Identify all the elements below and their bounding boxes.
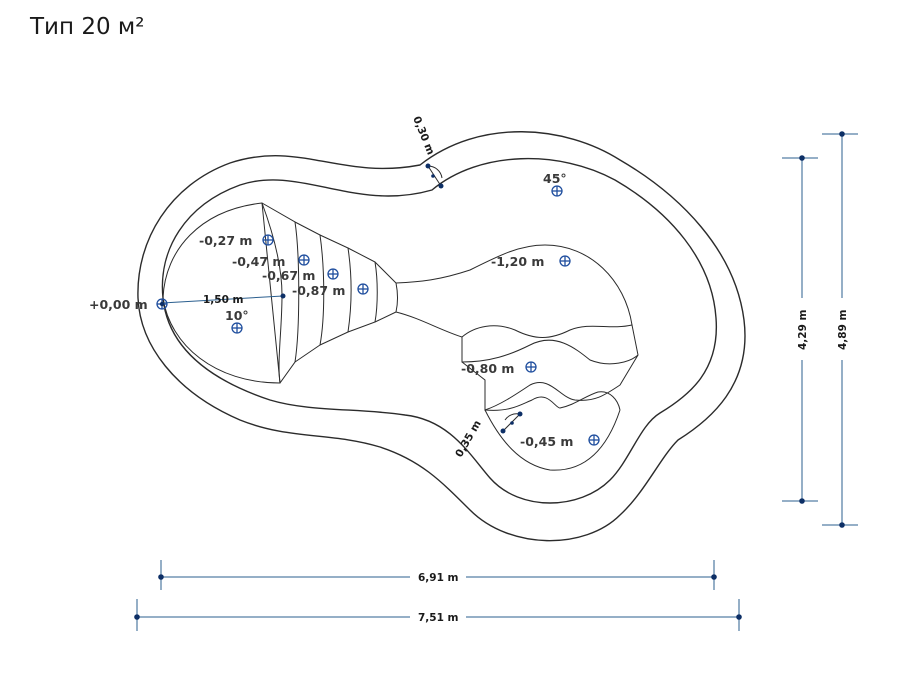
shallow-bay (484, 409, 621, 471)
step-width-label: 1,50 m (203, 294, 244, 306)
angle-marker-a10 (231, 322, 243, 334)
deep-zone-lower (484, 391, 621, 411)
outer-width-label: 4,89 m (837, 309, 849, 350)
level-marker-l120 (559, 255, 571, 267)
pond-outer-outline (137, 131, 746, 542)
level-label-l000: +0,00 m (89, 297, 148, 312)
level-label-l087: -0,87 m (292, 283, 345, 298)
level-marker-l047 (298, 254, 310, 266)
level-marker-l080 (525, 361, 537, 373)
outer-length-dimension (134, 599, 742, 631)
rim-bottom-dot-3 (510, 421, 514, 425)
level-marker-l027 (262, 234, 274, 246)
angle-marker-a45 (551, 185, 563, 197)
step-width-line (161, 295, 284, 304)
rim-top-label: 0,30 m (410, 115, 436, 157)
angle-label-a10: 10° (225, 308, 249, 323)
origin-dot (159, 301, 165, 307)
level-label-l120: -1,20 m (491, 254, 544, 269)
level-marker-l045 (588, 434, 600, 446)
terrace-neck-lower (395, 311, 463, 338)
terrace-step-1 (261, 202, 300, 384)
inner-width-label: 4,29 m (797, 309, 809, 350)
pond-inner-outline (161, 157, 718, 504)
rim-top-dot-2 (438, 183, 444, 189)
level-marker-l087 (357, 283, 369, 295)
level-label-l027: -0,27 m (199, 233, 252, 248)
inner-length-label: 6,91 m (418, 572, 459, 584)
terrace-left-outer (162, 202, 281, 384)
rim-bottom-dot-1 (500, 428, 506, 434)
terrace-step-5 (374, 261, 398, 323)
step-width-dot (280, 293, 286, 299)
deep-zone-edge (461, 324, 639, 365)
page-title: Тип 20 м² (30, 14, 145, 40)
rim-bottom-dot-2 (517, 411, 523, 417)
level-label-l080: -0,80 m (461, 361, 514, 376)
level-marker-l067 (327, 268, 339, 280)
outer-width-dimension (822, 131, 858, 528)
terrace-step-2 (294, 221, 325, 363)
inner-width-dimension (782, 155, 818, 504)
terrace-step-3 (319, 234, 352, 346)
deep-zone-step (461, 354, 639, 411)
terrace-neck (395, 244, 633, 326)
inner-length-dimension (158, 560, 717, 590)
rim-top-dot-1 (425, 163, 431, 169)
outer-length-label: 7,51 m (418, 612, 459, 624)
rim-top-dot-3 (431, 174, 435, 178)
level-label-l067: -0,67 m (262, 268, 315, 283)
angle-label-a45: 45° (543, 171, 567, 186)
rim-bottom-label: 0,35 m (453, 418, 484, 459)
level-label-l047: -0,47 m (232, 254, 285, 269)
level-label-l045: -0,45 m (520, 434, 573, 449)
